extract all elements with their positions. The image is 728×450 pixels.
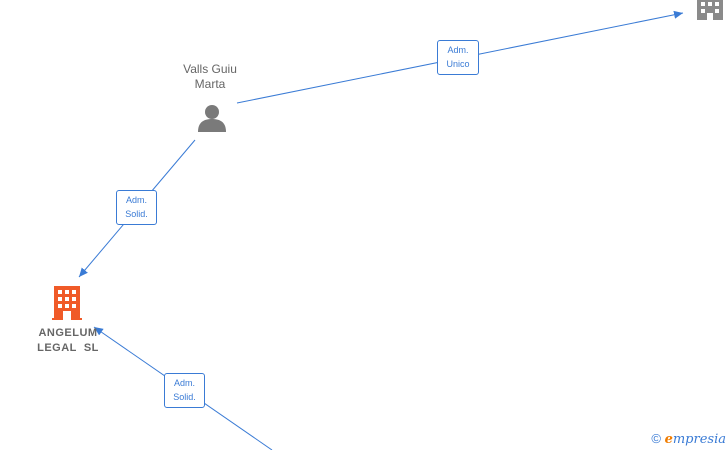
person-name-label[interactable]: Valls Guiu Marta [170, 62, 250, 92]
copyright-brand: © empresia [651, 431, 726, 447]
person-name-line2: Marta [194, 77, 226, 91]
copyright-symbol: © [651, 431, 661, 446]
person-name-line1: Valls Guiu [183, 62, 237, 76]
edge-label-adm-solid-upper: Adm. Solid. [116, 190, 157, 225]
edge-label-line2: Solid. [173, 392, 196, 402]
edge-label-line2: Unico [446, 59, 470, 69]
person-icon[interactable] [198, 104, 226, 137]
edge-label-adm-solid-lower: Adm. Solid. [164, 373, 205, 408]
company-name-line1: ANGELUM [38, 327, 98, 339]
edge-label-adm-unico: Adm. Unico [437, 40, 479, 75]
edge-label-line1: Adm. [173, 378, 195, 388]
brand-logo-rest: mpresia [672, 432, 726, 447]
company-top-building-icon[interactable] [697, 0, 728, 25]
brand-logo-e: e [664, 432, 673, 447]
company-angelum-building-icon[interactable] [52, 286, 82, 325]
edge-label-line2: Solid. [125, 209, 148, 219]
company-angelum-label[interactable]: ANGELUM LEGAL SL [22, 326, 114, 356]
edge-label-line1: Adm. [447, 45, 469, 55]
company-name-line2: LEGAL SL [37, 342, 99, 354]
brand-logo: empresia [665, 432, 726, 447]
edge-label-line1: Adm. [125, 195, 147, 205]
